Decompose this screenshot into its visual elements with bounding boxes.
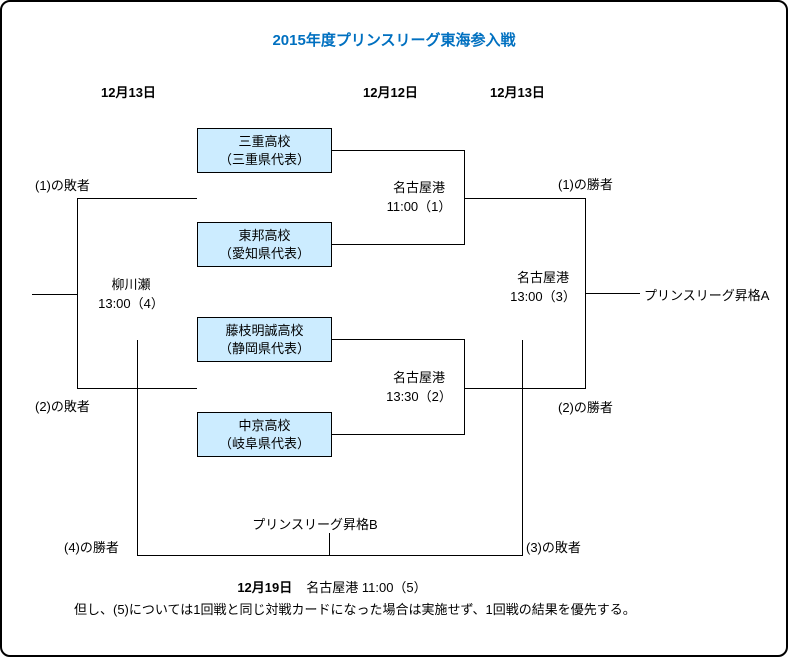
date-header-left: 12月13日 — [101, 85, 156, 100]
winner4-feed-line — [137, 340, 138, 556]
match3-winner-line — [585, 293, 640, 294]
match3-venue: 名古屋港 — [516, 270, 569, 285]
page-title: 2015年度プリンスリーグ東海参入戦 — [272, 32, 516, 49]
team-name: 東邦高校 — [238, 227, 291, 243]
team-rep: （三重県代表） — [218, 151, 310, 167]
match4-time: 13:00（4） — [98, 296, 164, 311]
loser3-label: (3)の敗者 — [526, 540, 581, 555]
match4-join-line — [77, 198, 78, 389]
final-match-info: 12月19日名古屋港 11:00（5） — [142, 577, 522, 596]
match2-join-line — [464, 339, 465, 435]
match4-winner-line — [32, 294, 77, 295]
match2-time: 13:30（2） — [386, 389, 452, 404]
match2-winner-line — [464, 388, 585, 389]
promotion-b-stub-line — [329, 533, 330, 555]
team-name: 三重高校 — [238, 133, 291, 149]
promotion-a-label: プリンスリーグ昇格A — [644, 288, 770, 303]
team-name: 藤枝明誠高校 — [225, 322, 304, 338]
match2-venue: 名古屋港 — [392, 370, 445, 385]
final-match-date: 12月19日 — [237, 580, 293, 595]
match2-top-line — [332, 339, 464, 340]
loser2-label: (2)の敗者 — [35, 399, 90, 414]
date-header-right: 12月13日 — [490, 85, 545, 100]
match1-venue: 名古屋港 — [392, 180, 445, 195]
team-rep: （静岡県代表） — [218, 340, 310, 356]
match1-top-line — [332, 150, 464, 151]
match2-label: 名古屋港 13:30（2） — [359, 368, 479, 406]
winner2-label: (2)の勝者 — [558, 400, 613, 415]
match4-venue: 柳川瀬 — [111, 277, 151, 292]
team-box-mie: 三重高校 （三重県代表） — [197, 128, 332, 173]
loser3-feed-line — [522, 340, 523, 556]
match1-label: 名古屋港 11:00（1） — [359, 178, 479, 216]
promotion-b-label: プリンスリーグ昇格B — [252, 517, 378, 532]
loser1-label: (1)の敗者 — [35, 178, 90, 193]
match3-time: 13:00（3） — [510, 289, 576, 304]
match3-label: 名古屋港 13:00（3） — [483, 268, 603, 306]
team-box-chukyo: 中京高校 （岐阜県代表） — [197, 412, 332, 457]
match4-top-line — [77, 198, 197, 199]
match1-join-line — [464, 150, 465, 245]
team-name: 中京高校 — [238, 417, 291, 433]
final-match-venue-time: 名古屋港 11:00（5） — [306, 580, 427, 595]
team-box-fujieda-meisei: 藤枝明誠高校 （静岡県代表） — [197, 317, 332, 362]
team-box-toho: 東邦高校 （愛知県代表） — [197, 222, 332, 267]
team-rep: （岐阜県代表） — [218, 435, 310, 451]
match1-time: 11:00（1） — [386, 199, 452, 214]
winner1-label: (1)の勝者 — [558, 177, 613, 192]
date-header-middle: 12月12日 — [363, 85, 418, 100]
team-rep: （愛知県代表） — [218, 245, 310, 261]
match1-bottom-line — [332, 244, 464, 245]
match4-label: 柳川瀬 13:00（4） — [71, 275, 191, 313]
match5-line — [137, 555, 523, 556]
match2-bottom-line — [332, 434, 464, 435]
note-text: 但し、(5)については1回戦と同じ対戦カードになった場合は実施せず、1回戦の結果… — [74, 602, 636, 617]
match1-winner-line — [464, 198, 585, 199]
winner4-label: (4)の勝者 — [64, 540, 119, 555]
